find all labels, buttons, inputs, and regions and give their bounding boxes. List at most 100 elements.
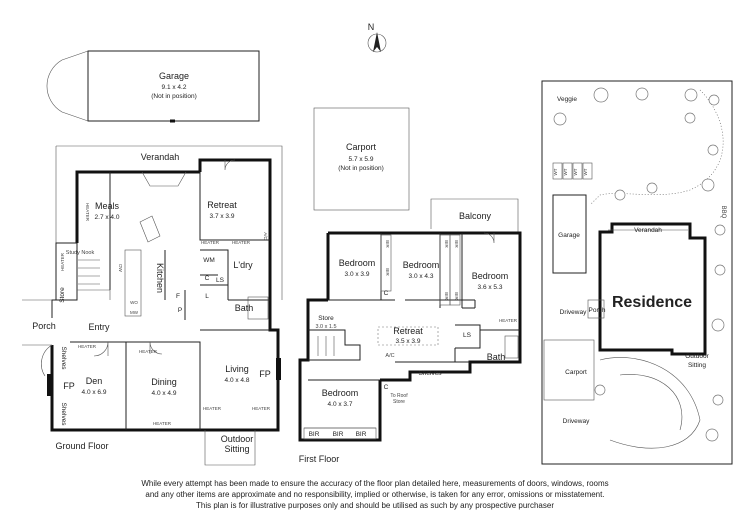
carport-name: Carport [346,142,377,152]
wt-label-2: WT [563,168,568,175]
ground-floor-title: Ground Floor [55,441,108,451]
first-ac-label: A/C [385,353,394,359]
site-outdoor-line1: Outdoor [685,353,709,360]
site-driveway-upper-label: Driveway [560,309,587,316]
site-outdoor-line2: Sitting [688,362,706,369]
den-size: 4.0 x 6.9 [82,389,107,396]
dining-heater-label-1: HEATER [139,349,158,354]
ground-outdoor-line2: Sitting [224,444,249,454]
ground-floor-plan [22,145,283,466]
bedroom1-size: 3.0 x 3.9 [345,271,370,278]
site-verandah-label: Verandah [634,227,662,234]
ground-verandah: Verandah [141,152,180,162]
bedroom3-size: 3.6 x 5.3 [478,284,503,291]
den-fp-label: FP [63,381,75,391]
disclaimer-line-2: and any other items are approximate and … [145,490,605,499]
dining-size: 4.0 x 4.9 [152,390,177,397]
disclaimer: While every attempt has been made to ens… [0,478,750,511]
ground-c-label: C [205,275,210,282]
ground-bath-label: Bath [235,303,254,313]
site-plan [541,80,733,465]
roof-store-line2: Store [393,399,405,405]
bedroom4-size: 4.0 x 3.7 [328,401,353,408]
meals-heater-label: HEATER [85,203,90,222]
living-name: Living [225,364,249,374]
carport-outline [313,107,410,211]
ground-retreat-name: Retreat [207,200,237,210]
meals-name: Meals [95,201,120,211]
first-ls-label: LS [463,332,472,339]
bedroom3-name: Bedroom [472,271,509,281]
ground-ac-label: A/C [263,232,268,240]
dining-heater-label-2: HEATER [153,421,172,426]
veggie-label: Veggie [557,96,577,103]
garage-building [46,50,260,123]
mw-label: MW [130,310,139,315]
laundry-label: L'dry [233,260,253,270]
site-garage-label: Garage [558,232,580,239]
disclaimer-line-3: This plan is for illustrative purposes o… [196,501,554,510]
bedroom4-name: Bedroom [322,388,359,398]
living-heater-label-2: HEATER [252,406,271,411]
living-heater-label-1: HEATER [203,406,222,411]
bir-label-3: BIR [444,240,449,248]
site-driveway-lower-label: Driveway [563,418,590,425]
residence-label: Residence [612,294,692,311]
bir-label-9: BIR [356,431,367,438]
first-bath-label: Bath [487,352,506,362]
den-name: Den [86,376,103,386]
bir-label-7: BIR [309,431,320,438]
site-carport-label: Carport [565,369,587,376]
first-store-name: Store [318,315,334,322]
bbq-label: BBQ [720,206,726,219]
garage-size: 9.1 x 4.2 [162,84,187,91]
first-retreat-name: Retreat [393,326,423,336]
bir-label-8: BIR [333,431,344,438]
bir-label-5: BIR [444,292,449,300]
porch-label: Porch [32,321,56,331]
dining-name: Dining [151,377,177,387]
bir-label-6: BIR [454,292,459,300]
north-arrow-icon [367,32,387,53]
first-floor-title: First Floor [299,454,340,464]
bedroom1-name: Bedroom [339,258,376,268]
carport-note: (Not in position) [338,165,384,172]
bir-label-1: BIR [385,240,390,248]
carport-size: 5.7 x 5.9 [349,156,374,163]
roof-store-line1: To Roof [390,393,408,399]
retreat-heater-label-2: HEATER [232,240,251,245]
north-label: N [368,22,375,32]
shelves-upper-label: Shelves [60,346,67,370]
first-floor-plan [298,198,522,442]
ground-store-label: Store [59,287,66,303]
dw-label: DW [118,264,123,272]
first-c-upper-label: C [384,290,389,297]
bir-label-2: BIR [385,268,390,276]
first-heater-label: HEATER [499,318,518,323]
living-size: 4.0 x 4.8 [225,377,250,384]
wo-label: WO [130,300,138,305]
garage-name: Garage [159,71,189,81]
retreat-heater-label-1: HEATER [201,240,220,245]
ground-ls-label: LS [216,277,225,284]
shelves-lower-label: Shelves [60,402,67,426]
bedroom2-name: Bedroom [403,260,440,270]
bedroom2-size: 3.0 x 4.3 [409,273,434,280]
first-c-lower-label: C [384,384,389,391]
garage-note: (Not in position) [151,93,197,100]
kitchen-label: Kitchen [155,263,165,293]
first-retreat-size: 3.5 x 3.9 [396,338,421,345]
ground-outdoor-line1: Outdoor [221,434,254,444]
entry-label: Entry [88,322,110,332]
first-shelves-label: Shelves [418,370,442,377]
wt-label-1: WT [553,168,558,175]
wm-label: WM [203,257,215,264]
disclaimer-line-1: While every attempt has been made to ens… [141,479,609,488]
bir-label-4: BIR [454,240,459,248]
den-heater-label: HEATER [78,344,97,349]
balcony-label: Balcony [459,211,492,221]
meals-size: 2.7 x 4.0 [95,214,120,221]
first-store-size: 3.0 x 1.5 [315,324,336,330]
ground-retreat-size: 3.7 x 3.9 [210,213,235,220]
